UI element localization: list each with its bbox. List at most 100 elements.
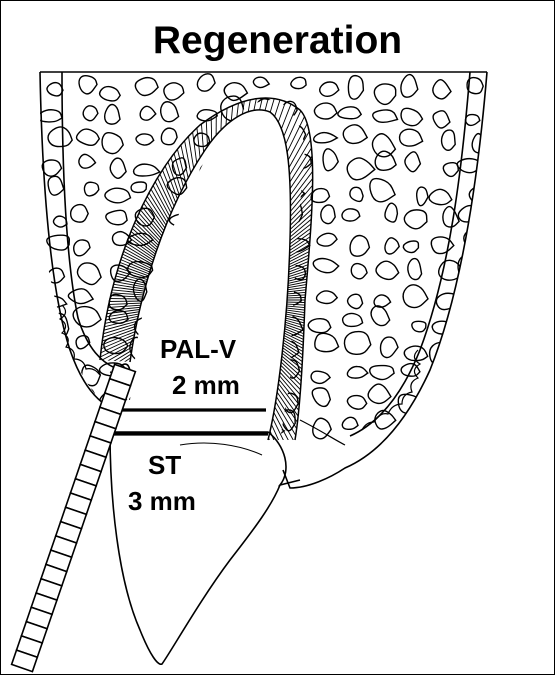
trabecular-cell	[342, 209, 360, 221]
trabecular-cell	[53, 216, 67, 227]
trabecular-cell	[347, 158, 375, 180]
trabecular-cell	[42, 160, 61, 176]
trabecular-cell	[317, 233, 337, 246]
trabecular-cell	[257, 286, 272, 306]
pdl-hatch-line	[215, 220, 525, 300]
pdl-hatch-line	[215, 300, 532, 345]
trabecular-cell	[84, 182, 98, 196]
pdl-hatch-line	[0, 242, 215, 300]
pdl-hatch-line	[215, 212, 523, 300]
trabecular-cell	[433, 111, 450, 128]
trabecular-cell	[443, 207, 459, 227]
trabecular-cell	[343, 313, 363, 326]
pdl-hatch-line	[215, 94, 460, 300]
trabecular-cell	[431, 237, 454, 254]
pdl-hatch-line	[215, 300, 466, 499]
trabecular-cell	[227, 158, 248, 182]
trabecular-cell	[264, 363, 281, 377]
pdl-hatch-line	[215, 30, 387, 300]
trabecular-cell	[68, 289, 93, 304]
pdl-hatch-line	[215, 229, 527, 300]
trabecular-cell	[343, 125, 367, 144]
trabecular-cell	[39, 342, 64, 357]
pdl-hatch-line	[215, 300, 514, 414]
pdl-hatch-line	[215, 45, 409, 300]
trabecular-cell	[260, 341, 278, 354]
trabecular-cell	[457, 367, 478, 383]
trabecular-cell	[408, 259, 422, 280]
pdl-hatch-line	[215, 300, 523, 388]
pdl-hatch-line	[215, 256, 532, 301]
trabecular-cell	[372, 134, 395, 157]
trabecular-cell	[105, 105, 120, 125]
trabecular-cell	[168, 307, 184, 328]
trabecular-cell	[342, 417, 358, 429]
trabecular-cell	[110, 158, 126, 178]
trabecular-cell	[314, 103, 337, 119]
trabecular-cell	[338, 107, 361, 119]
trabecular-cell	[428, 385, 453, 406]
pdl-hatch-line	[0, 300, 215, 305]
trabecular-cell	[374, 84, 395, 105]
trabecular-cell	[344, 332, 370, 355]
trabecular-cell	[403, 285, 428, 308]
trabecular-cell	[313, 258, 338, 272]
pdl-hatch-line	[0, 260, 215, 300]
trabecular-cell	[320, 82, 339, 96]
trabecular-cell	[74, 240, 90, 256]
trabecular-cell	[314, 133, 338, 143]
trabecular-cell	[433, 80, 451, 99]
trabecular-cell	[218, 285, 245, 302]
trabecular-cell	[47, 83, 63, 96]
trabecular-cell	[47, 268, 64, 283]
trabecular-cell	[251, 266, 275, 277]
trabecular-cell	[464, 420, 483, 438]
trabecular-cell	[227, 208, 248, 222]
trabecular-cell	[195, 312, 217, 331]
trabecular-cell	[347, 366, 367, 378]
trabecular-cell	[256, 183, 283, 203]
trabecular-cell	[196, 257, 219, 272]
trabecular-cell	[405, 411, 424, 430]
trabecular-cell	[193, 414, 217, 429]
trabecular-cell	[203, 231, 219, 254]
pdl-hatch-line	[215, 247, 531, 300]
pdl-hatch-line	[215, 123, 482, 300]
trabecular-cell	[429, 189, 452, 204]
trabecular-cell	[375, 151, 396, 170]
trabecular-cell	[376, 261, 399, 279]
figure-title: Regeneration	[0, 21, 555, 60]
trabecular-cell	[347, 396, 366, 410]
trabecular-cell	[100, 87, 121, 101]
pdl-hatch-line	[215, 273, 534, 300]
trabecular-cell	[225, 316, 245, 336]
pdl-hatch-line	[0, 296, 215, 301]
trabecular-cell	[401, 75, 418, 98]
trabecular-cell	[371, 306, 390, 326]
trabecular-cell	[253, 388, 278, 404]
trabecular-cell	[193, 210, 216, 224]
trabecular-cell	[350, 235, 369, 256]
trabecular-cell	[79, 76, 97, 94]
trabecular-cell	[167, 292, 182, 310]
pdl-hatch-line	[215, 300, 477, 485]
trabecular-cell	[247, 159, 274, 177]
trabecular-cell	[291, 77, 306, 88]
pdl-hatch-line	[0, 112, 215, 300]
trabecular-cell	[385, 238, 399, 254]
pdl-hatch-line	[215, 101, 466, 300]
trabecular-cell	[412, 321, 426, 332]
trabecular-cell	[405, 152, 421, 172]
pdl-hatch-line	[215, 300, 401, 560]
trabecular-cell	[401, 108, 422, 125]
trabecular-cell	[348, 76, 363, 100]
pdl-hatch-line	[215, 300, 511, 422]
trabecular-cell	[77, 129, 100, 145]
trabecular-cell	[260, 314, 275, 334]
trabecular-cell	[196, 178, 222, 194]
trabecular-cell	[459, 393, 484, 413]
trabecular-cell	[136, 134, 154, 145]
trabecular-cell	[443, 163, 458, 177]
trabecular-cell	[161, 128, 177, 145]
